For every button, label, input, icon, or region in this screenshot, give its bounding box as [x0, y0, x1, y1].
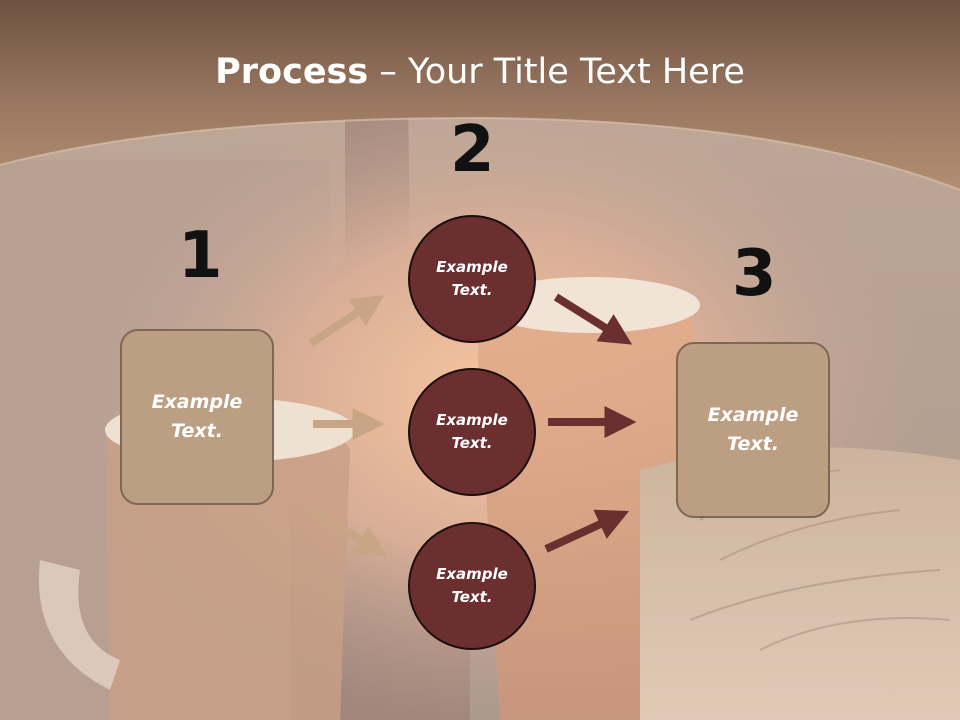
arrow-1-to-bottom — [311, 507, 388, 557]
arrow-bottom-to-3 — [544, 509, 630, 553]
circle-middle-text: Example Text. — [436, 411, 508, 452]
step-1-box: Example Text. — [120, 329, 274, 505]
step-1-text: Example Text. — [151, 391, 243, 442]
step-2-circle-middle: Example Text. — [408, 368, 536, 496]
step-3-box: Example Text. — [676, 342, 830, 518]
step-2-circle-bottom: Example Text. — [408, 522, 536, 650]
circle-bottom-text: Example Text. — [436, 565, 508, 606]
step-number-1: 1 — [178, 219, 223, 293]
step-2-circle-top: Example Text. — [408, 215, 536, 343]
circle-top-text: Example Text. — [436, 258, 508, 299]
step-3-text: Example Text. — [707, 404, 799, 455]
title-rest: – Your Title Text Here — [368, 52, 745, 92]
title-bold: Process — [215, 52, 369, 92]
step-number-2: 2 — [450, 113, 495, 187]
step-number-3: 3 — [732, 237, 777, 311]
arrow-1-to-top — [308, 295, 385, 347]
arrow-top-to-3 — [553, 293, 633, 345]
page-title: Process – Your Title Text Here — [0, 52, 960, 92]
